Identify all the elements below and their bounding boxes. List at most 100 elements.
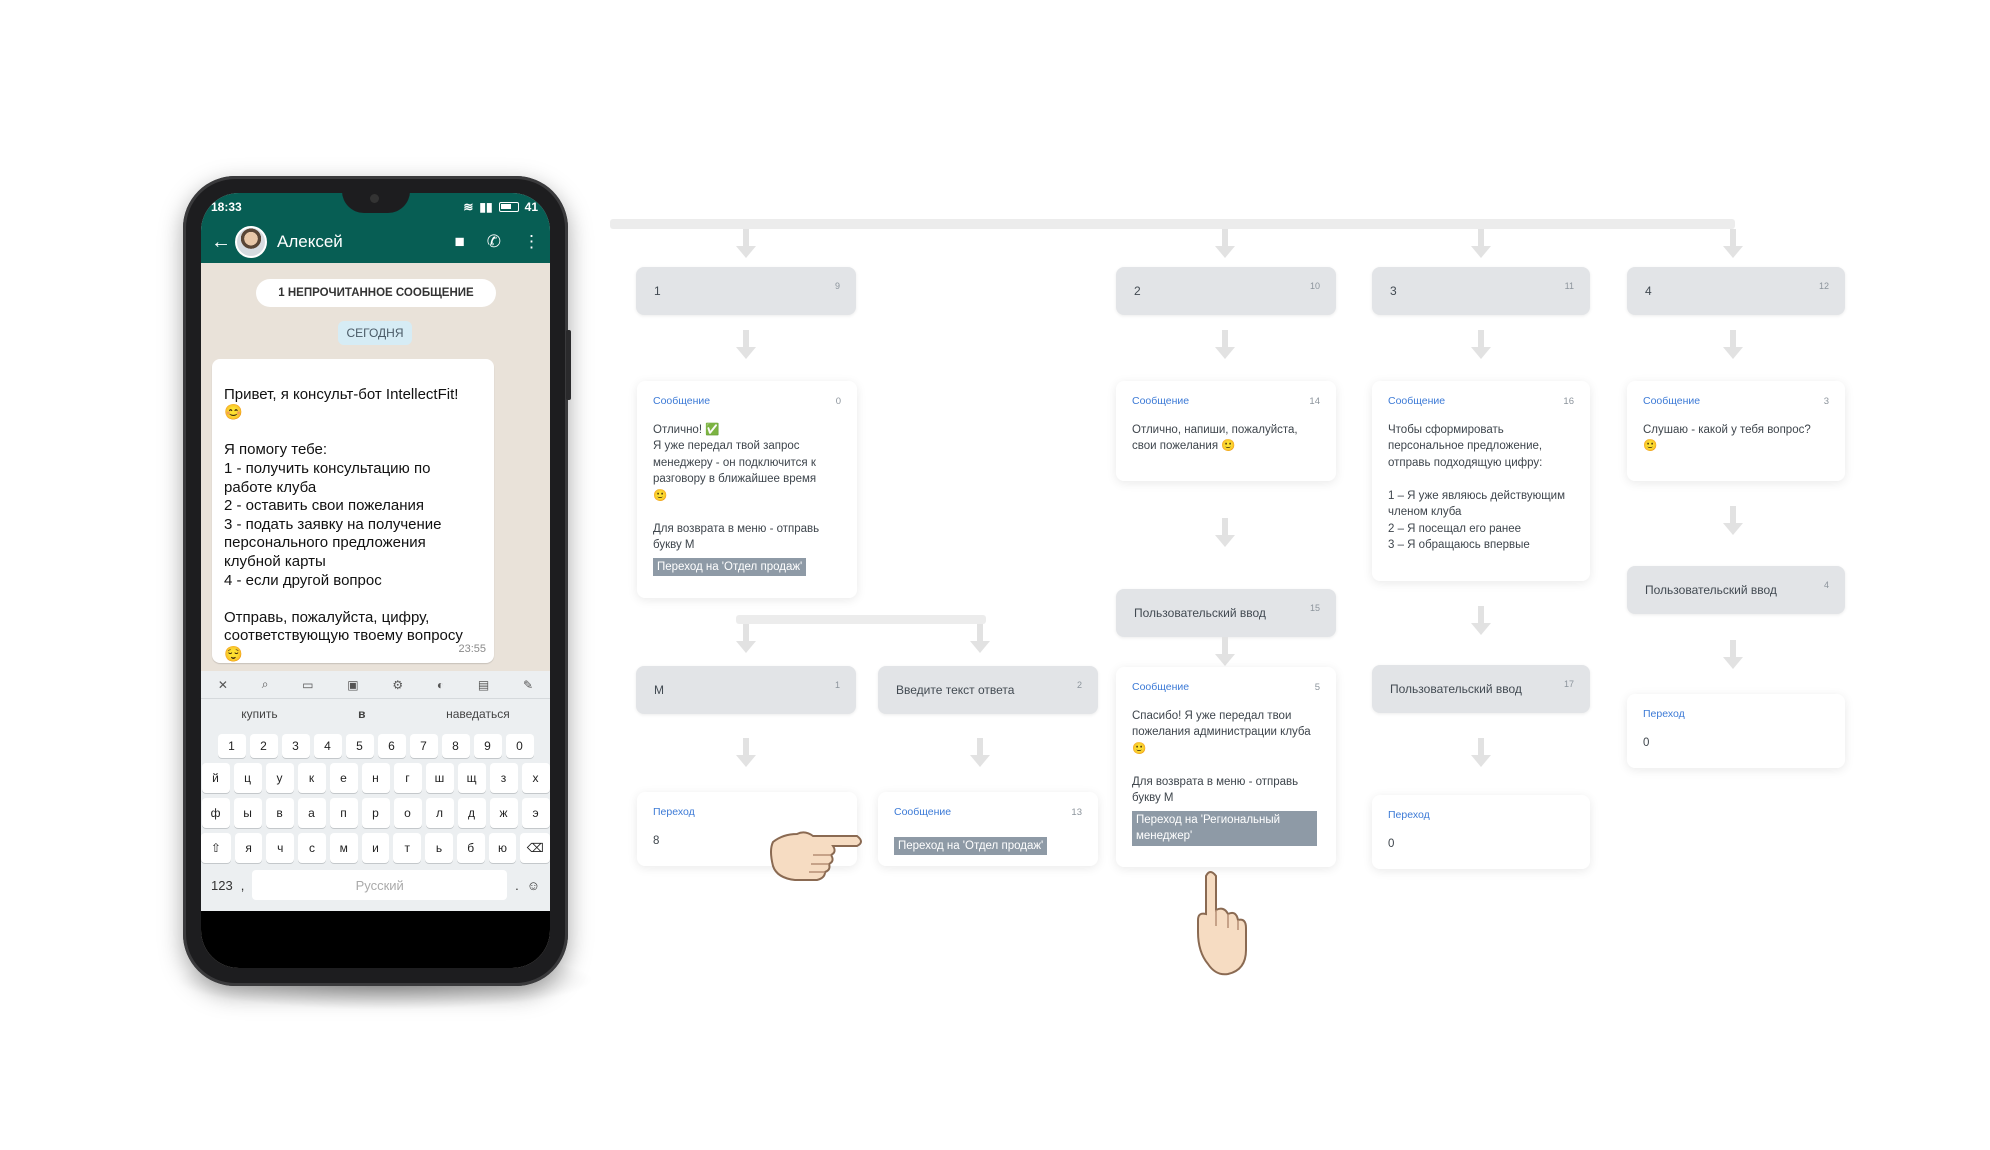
jump-card-branch4[interactable]: Переход 0 bbox=[1627, 694, 1845, 768]
message-card-3[interactable]: Сообщение 3 Слушаю - какой у тебя вопрос… bbox=[1627, 381, 1845, 481]
avatar[interactable] bbox=[235, 226, 267, 258]
key[interactable]: е bbox=[329, 763, 358, 793]
space-key[interactable]: Русский bbox=[252, 870, 508, 900]
search-icon[interactable]: ⌕ bbox=[261, 677, 269, 691]
shift-icon[interactable]: ⇧ bbox=[201, 833, 231, 863]
node-label: 4 bbox=[1645, 284, 1652, 298]
key[interactable]: ч bbox=[266, 833, 295, 863]
key[interactable]: 5 bbox=[345, 734, 374, 758]
phone-call-icon[interactable]: ✆ bbox=[486, 232, 501, 251]
close-icon[interactable]: ✕ bbox=[217, 677, 228, 692]
key[interactable]: а bbox=[297, 798, 326, 828]
key[interactable]: и bbox=[361, 833, 390, 863]
message-card-5[interactable]: Сообщение 5 Спасибо! Я уже передал твои … bbox=[1116, 667, 1336, 867]
suggestion-1[interactable]: купить bbox=[241, 707, 278, 721]
input-node-m[interactable]: М 1 bbox=[636, 666, 856, 714]
key[interactable]: 7 bbox=[409, 734, 438, 758]
message-card-14[interactable]: Сообщение 14 Отлично, напиши, пожалуйста… bbox=[1116, 381, 1336, 481]
key[interactable]: в bbox=[265, 798, 294, 828]
branch-node-3[interactable]: 3 11 bbox=[1372, 267, 1590, 315]
transition-link[interactable]: Переход на 'Региональный менеджер' bbox=[1132, 810, 1317, 846]
card-id: 16 bbox=[1563, 396, 1574, 407]
key[interactable]: п bbox=[329, 798, 358, 828]
arrow-connector bbox=[736, 624, 756, 654]
suggestion-3[interactable]: наведаться bbox=[446, 707, 510, 721]
key[interactable]: д bbox=[457, 798, 486, 828]
transition-link[interactable]: Переход на 'Отдел продаж' bbox=[653, 557, 807, 576]
key[interactable]: я bbox=[234, 833, 263, 863]
message-card-16[interactable]: Сообщение 16 Чтобы сформировать персонал… bbox=[1372, 381, 1590, 581]
key[interactable]: б bbox=[456, 833, 485, 863]
settings-icon[interactable]: ⚙ bbox=[392, 677, 404, 692]
jump-card-branch3[interactable]: Переход 0 bbox=[1372, 795, 1590, 869]
key[interactable]: 8 bbox=[441, 734, 470, 758]
key[interactable]: ф bbox=[201, 798, 230, 828]
node-id: 4 bbox=[1823, 580, 1829, 590]
suggestion-2[interactable]: в bbox=[358, 707, 366, 721]
contact-name[interactable]: Алексей bbox=[277, 232, 343, 251]
chat-message-bubble[interactable]: Привет, я консульт-бот IntellectFit! 😊 Я… bbox=[212, 359, 494, 663]
key[interactable]: л bbox=[425, 798, 454, 828]
key[interactable]: ю bbox=[488, 833, 517, 863]
key[interactable]: 0 bbox=[505, 734, 534, 758]
branch-node-4[interactable]: 4 12 bbox=[1627, 267, 1845, 315]
key[interactable]: т bbox=[393, 833, 422, 863]
key[interactable]: 3 bbox=[281, 734, 310, 758]
backspace-icon[interactable]: ⌫ bbox=[520, 833, 550, 863]
key[interactable]: 4 bbox=[313, 734, 342, 758]
pin-icon[interactable]: ✎ bbox=[522, 677, 534, 692]
transition-link[interactable]: Переход на 'Отдел продаж' bbox=[894, 836, 1048, 855]
key[interactable]: с bbox=[298, 833, 326, 863]
key[interactable]: й bbox=[201, 763, 230, 793]
comma-key[interactable]: , bbox=[240, 877, 245, 893]
user-input-node-15[interactable]: Пользовательский ввод 15 bbox=[1116, 589, 1336, 637]
key[interactable]: щ bbox=[457, 763, 486, 793]
key[interactable]: к bbox=[297, 763, 326, 793]
jump-target: 0 bbox=[1388, 837, 1395, 850]
key[interactable]: 2 bbox=[249, 734, 278, 758]
jump-target: 0 bbox=[1643, 736, 1650, 749]
key[interactable]: э bbox=[521, 798, 550, 828]
key[interactable]: х bbox=[521, 763, 550, 793]
key[interactable]: р bbox=[361, 798, 390, 828]
video-call-icon[interactable]: ■ bbox=[454, 232, 465, 251]
emoji-icon[interactable]: ☺ bbox=[526, 877, 540, 893]
back-arrow-icon[interactable]: ← bbox=[211, 230, 231, 253]
keyboard-toolbar: ✕ ⌕ ▭ ▣ ⚙ ◐ ▤ ✎ bbox=[201, 671, 550, 699]
more-menu-icon[interactable]: ⋮ bbox=[523, 232, 540, 251]
user-input-node-4[interactable]: Пользовательский ввод 4 bbox=[1627, 566, 1845, 614]
clipboard-icon[interactable]: ▤ bbox=[477, 677, 490, 692]
arrow-connector bbox=[1471, 738, 1491, 768]
branch-node-2[interactable]: 2 10 bbox=[1116, 267, 1336, 315]
message-card-0[interactable]: Сообщение 0 Отлично! ✅ Я уже передал тво… bbox=[637, 381, 857, 598]
key[interactable]: г bbox=[393, 763, 422, 793]
message-card-13[interactable]: Сообщение 13 Переход на 'Отдел продаж' bbox=[878, 792, 1098, 866]
user-input-node-17[interactable]: Пользовательский ввод 17 bbox=[1372, 665, 1590, 713]
input-node-free-text[interactable]: Введите текст ответа 2 bbox=[878, 666, 1098, 714]
gif-icon[interactable]: ▭ bbox=[302, 677, 314, 692]
arrow-connector bbox=[1215, 637, 1235, 667]
arrow-connector bbox=[1723, 229, 1743, 259]
key[interactable]: у bbox=[265, 763, 294, 793]
theme-icon[interactable]: ◐ bbox=[436, 677, 445, 692]
key[interactable]: 1 bbox=[217, 734, 246, 758]
key[interactable]: 6 bbox=[377, 734, 406, 758]
key[interactable]: ш bbox=[425, 763, 454, 793]
node-label: Пользовательский ввод bbox=[1645, 583, 1777, 597]
key[interactable]: 9 bbox=[473, 734, 502, 758]
key[interactable]: ь bbox=[425, 833, 453, 863]
numbers-key[interactable]: 123 bbox=[211, 877, 233, 893]
key[interactable]: з bbox=[489, 763, 518, 793]
sticker-icon[interactable]: ▣ bbox=[347, 677, 359, 692]
key[interactable]: м bbox=[329, 833, 358, 863]
key[interactable]: н bbox=[361, 763, 390, 793]
key[interactable]: ц bbox=[233, 763, 262, 793]
branch-node-1[interactable]: 1 9 bbox=[636, 267, 856, 315]
key[interactable]: ы bbox=[233, 798, 262, 828]
arrow-connector bbox=[1215, 518, 1235, 548]
keyboard: ✕ ⌕ ▭ ▣ ⚙ ◐ ▤ ✎ купить в наведаться 1 2 … bbox=[201, 671, 550, 911]
key[interactable]: ж bbox=[489, 798, 518, 828]
key[interactable]: о bbox=[393, 798, 422, 828]
period-key[interactable]: . bbox=[515, 877, 519, 893]
